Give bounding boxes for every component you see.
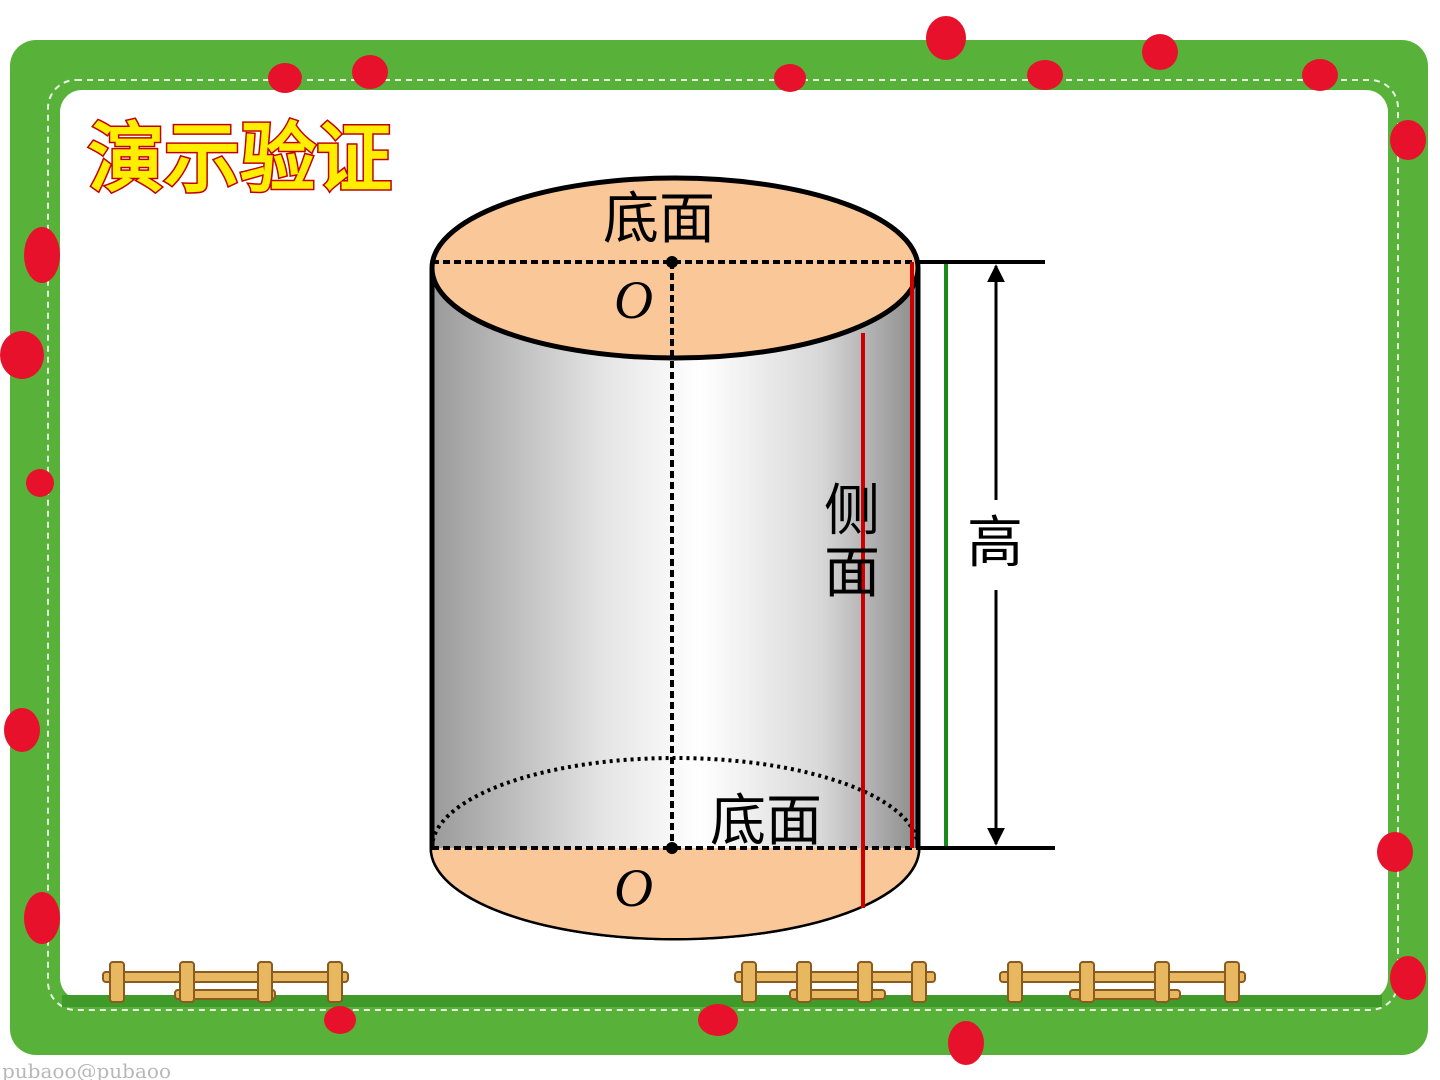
bottom-base-front-fill [432, 848, 918, 938]
berry [352, 55, 388, 89]
berry [926, 16, 966, 60]
berry [1390, 120, 1426, 160]
berry [1142, 34, 1178, 70]
fence-middle [734, 961, 936, 1003]
berry [0, 331, 44, 379]
berry [26, 469, 54, 497]
height-label: 高 [967, 511, 1023, 576]
top-center-point [666, 256, 678, 268]
fence-decorations [102, 961, 1246, 1003]
berry [1377, 832, 1413, 872]
top-base-label: 底面 [603, 187, 715, 252]
lateral-surface-label-bottom: 面 [824, 541, 880, 606]
berry [24, 892, 60, 944]
cylinder-diagram [429, 175, 1055, 941]
top-base-ellipse [429, 175, 921, 361]
berry [774, 64, 806, 92]
berry-decorations [0, 16, 1426, 1065]
slide-title: 演示验证 [88, 114, 392, 203]
bottom-base-label: 底面 [710, 789, 822, 854]
watermark-text: pubaoo@pubaoo [2, 1059, 171, 1080]
lateral-surface [432, 268, 918, 938]
berry [1390, 956, 1426, 1000]
berry [324, 1006, 356, 1034]
fence-left [102, 961, 349, 1003]
bottom-center-label: O [614, 858, 653, 918]
berry [4, 708, 40, 752]
bottom-base-hidden-edge [430, 756, 920, 849]
berry [24, 227, 60, 283]
berry [1027, 60, 1063, 90]
top-center-label: O [614, 270, 653, 330]
frame-stitching [47, 79, 1399, 1011]
berry [1302, 59, 1338, 91]
berry [948, 1021, 984, 1065]
berry [268, 63, 302, 93]
bottom-center-point [666, 842, 678, 854]
lateral-surface-label-top: 侧 [824, 479, 880, 544]
fence-right [999, 961, 1246, 1003]
grass-strip [62, 995, 1382, 1007]
berry [698, 1004, 738, 1036]
